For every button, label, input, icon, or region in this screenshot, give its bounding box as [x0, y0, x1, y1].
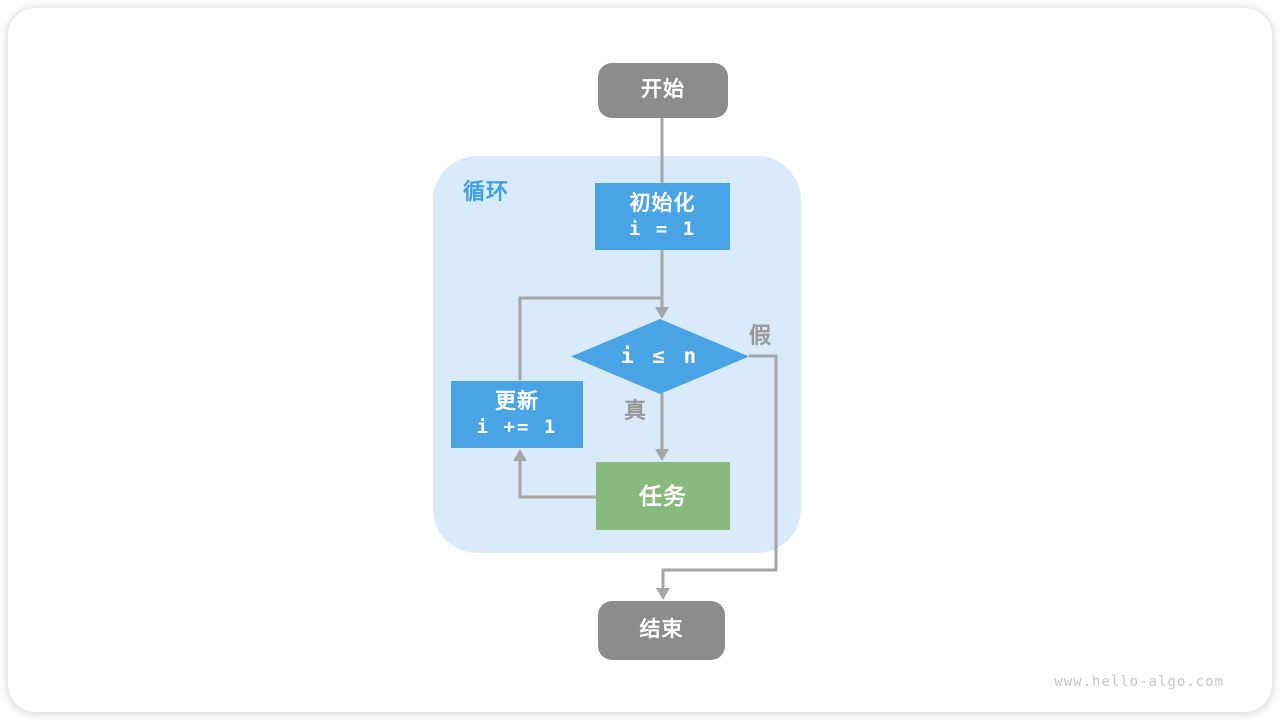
condition-code: i ≤ n — [620, 343, 700, 368]
start-node-label: 开始 — [641, 78, 685, 102]
loop-region-label: 循环 — [463, 179, 510, 204]
arrowhead-update-bottom — [513, 449, 527, 461]
update-node: 更新 i += 1 — [451, 381, 583, 448]
init-node: 初始化 i = 1 — [595, 183, 730, 250]
update-node-label: 更新 — [495, 390, 539, 414]
flow-connectors — [513, 118, 778, 600]
watermark: www.hello-algo.com — [1054, 674, 1224, 690]
true-branch-label: 真 — [624, 398, 647, 423]
init-node-label: 初始化 — [629, 192, 696, 216]
end-node-label: 结束 — [639, 618, 684, 642]
arrowhead-condition-top — [655, 307, 669, 319]
false-branch-label: 假 — [749, 323, 772, 348]
init-node-code: i = 1 — [628, 218, 697, 241]
update-node-code: i += 1 — [476, 416, 558, 439]
connector-condition-to-end — [661, 354, 778, 589]
task-node: 任务 — [596, 462, 730, 530]
connector-task-to-update — [518, 460, 596, 499]
start-node: 开始 — [598, 63, 728, 118]
page-card: 循环 开始 初始化 i = 1 i ≤ n 假 — [8, 8, 1272, 712]
end-node: 结束 — [598, 601, 725, 660]
task-node-label: 任务 — [639, 482, 687, 509]
arrowhead-end-top — [656, 588, 670, 600]
connector-update-to-main — [518, 296, 662, 380]
arrowhead-task-top — [655, 449, 669, 461]
